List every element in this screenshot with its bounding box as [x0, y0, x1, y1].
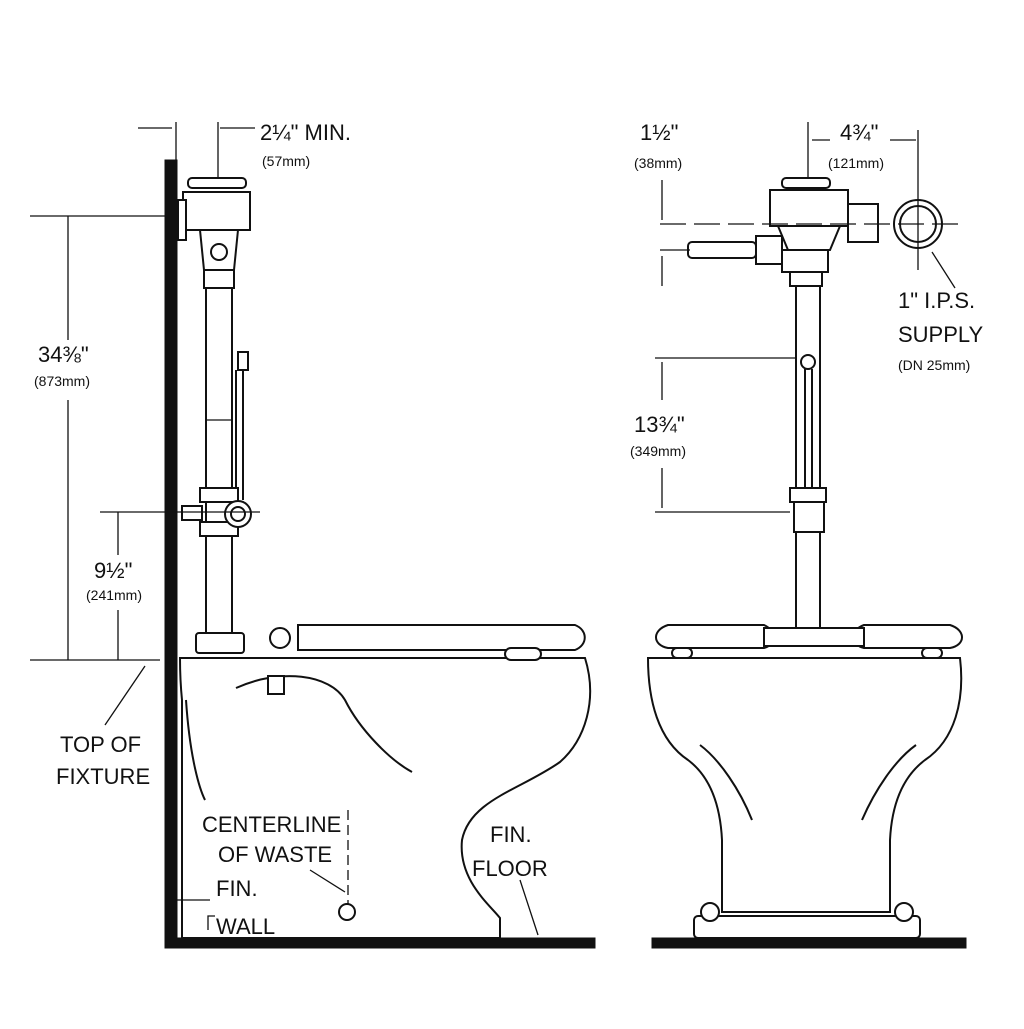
side-view: 2¼" MIN. (57mm) 34⅜" (873mm) 9½" (241mm)… [30, 120, 596, 949]
handle-rod-side [235, 351, 249, 500]
fin-wall-line2: WALL [216, 914, 275, 939]
offset-metric: (38mm) [634, 155, 682, 171]
fin-wall-line1: FIN. [216, 876, 258, 901]
top-of-fixture-line1: TOP OF [60, 732, 141, 757]
supply-line2: SUPPLY [898, 322, 984, 347]
front-floor [651, 937, 967, 949]
fin-floor-line1: FIN. [490, 822, 532, 847]
flush-valve-side [177, 177, 251, 289]
toilet-bowl-front [646, 647, 963, 939]
width-metric: (121mm) [828, 155, 884, 171]
top-of-fixture-line2: FIXTURE [56, 764, 150, 789]
flush-tube-side [205, 287, 233, 634]
toilet-bowl-side [178, 624, 592, 939]
spud-coupling [195, 632, 245, 654]
min-offset-label: 2¼" MIN. [260, 120, 351, 145]
middle-height-metric: (349mm) [630, 443, 686, 459]
supply-line1: 1" I.P.S. [898, 288, 975, 313]
flush-tube-front [795, 285, 821, 629]
lower-height-metric: (241mm) [86, 587, 142, 603]
min-offset-metric: (57mm) [262, 153, 310, 169]
offset-label: 1½" [640, 120, 678, 145]
front-dimension-lines [655, 122, 965, 513]
flush-valve-front [687, 177, 943, 287]
height-metric: (873mm) [34, 373, 90, 389]
front-view: 1½" (38mm) 4¾" (121mm) 1" I.P.S. SUPPLY … [630, 120, 984, 949]
stop-valve-front [789, 487, 827, 533]
centerline-line1: CENTERLINE [202, 812, 341, 837]
middle-height-label: 13¾" [634, 412, 685, 437]
width-label: 4¾" [840, 120, 878, 145]
finished-floor [164, 937, 596, 949]
fin-floor-line2: FLOOR [472, 856, 548, 881]
vacuum-breaker-front [800, 354, 816, 370]
stop-valve-side [181, 487, 252, 537]
finished-wall [164, 159, 178, 949]
side-dimension-lines [30, 122, 539, 936]
toilet-seat-front [655, 624, 963, 649]
centerline-line2: OF WASTE [218, 842, 332, 867]
height-label: 34⅜" [38, 342, 89, 367]
lower-height-label: 9½" [94, 558, 132, 583]
supply-line3: (DN 25mm) [898, 357, 970, 373]
